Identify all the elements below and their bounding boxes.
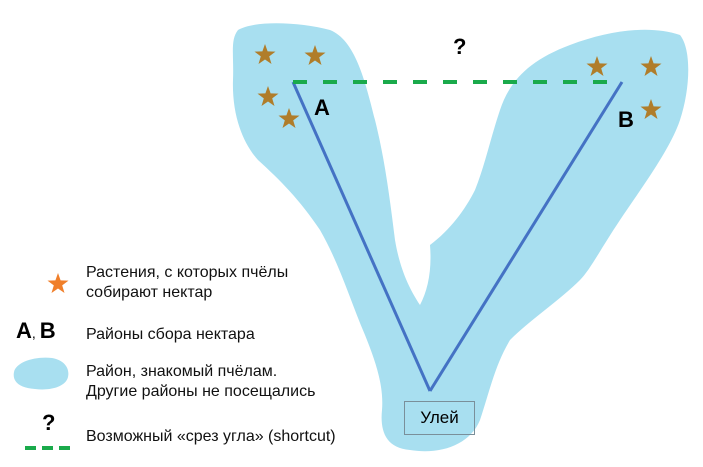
- legend-blob-icon: [13, 357, 69, 390]
- legend-item-regions: Районы сбора нектара: [86, 325, 255, 345]
- legend-b: B: [39, 318, 56, 343]
- legend-text: Другие районы не посещались: [86, 383, 316, 400]
- route-to-b: [428, 81, 624, 392]
- legend-comma: ,: [31, 325, 36, 341]
- legend-a: A: [16, 318, 32, 343]
- known-area-blob: [232, 23, 689, 452]
- hive-label: Улей: [420, 408, 459, 427]
- legend-item-shortcut: Возможный «срез угла» (shortcut): [86, 427, 336, 447]
- hive-box: Улей: [404, 401, 475, 435]
- route-to-a: [291, 81, 432, 392]
- region-a-label: A: [314, 95, 330, 120]
- legend-item-known-area: Район, знакомый пчёлам. Другие районы не…: [86, 362, 315, 402]
- legend-star-icon: [47, 273, 69, 293]
- shortcut-question-mark: ?: [453, 34, 467, 59]
- legend-ab-symbol: A,B: [16, 318, 56, 344]
- legend-item-plants: Растения, с которых пчёлы собирают некта…: [86, 263, 288, 303]
- region-b-label: B: [618, 107, 634, 132]
- legend-text: Растения, с которых пчёлы: [86, 264, 289, 281]
- legend-text: Район, знакомый пчёлам.: [86, 363, 278, 380]
- legend-text: Возможный «срез угла» (shortcut): [86, 428, 336, 445]
- legend-text: Районы сбора нектара: [86, 326, 255, 343]
- legend-question-mark: ?: [42, 410, 56, 435]
- legend-text: собирают нектар: [86, 284, 213, 301]
